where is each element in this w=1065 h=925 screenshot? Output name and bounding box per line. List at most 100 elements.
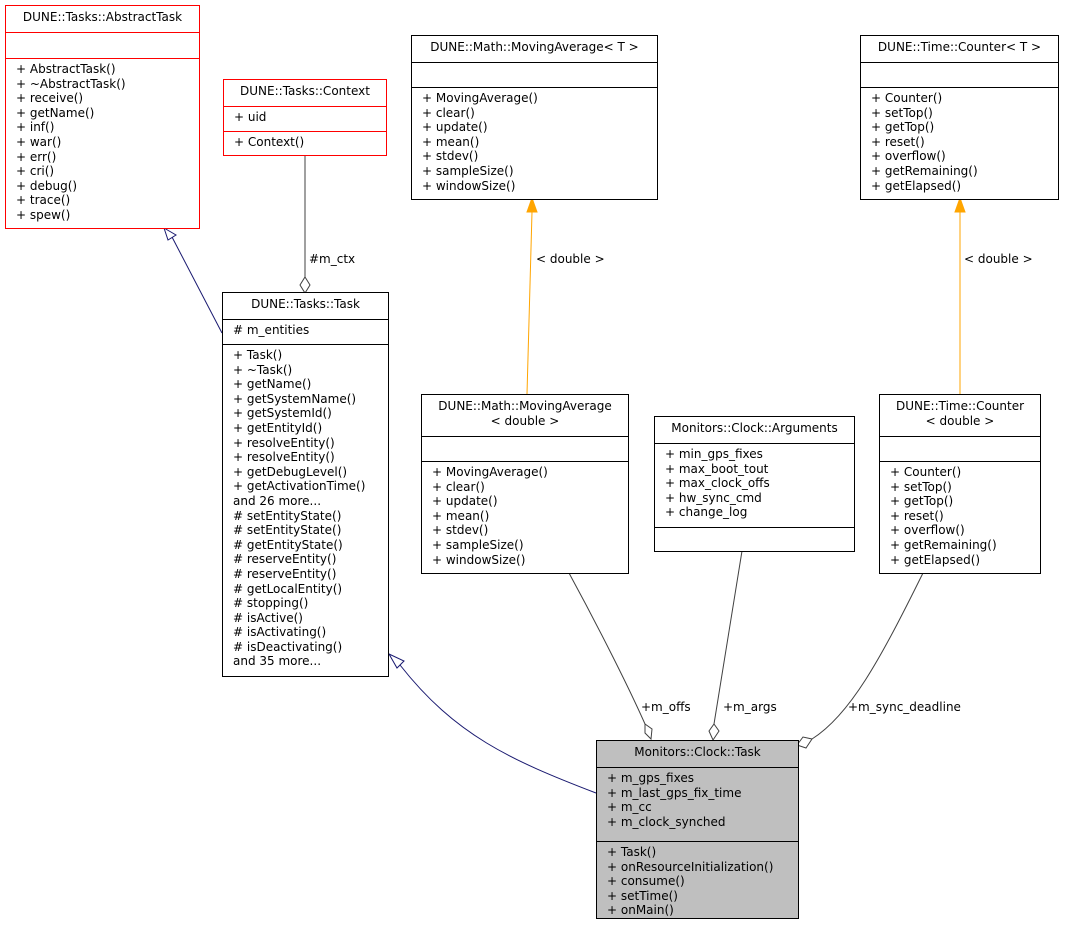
class-clock-arguments[interactable]: Monitors::Clock::Arguments + min_gps_fix… xyxy=(654,416,855,552)
class-attribute: + m_gps_fixes xyxy=(607,771,694,785)
inheritance-arrowhead xyxy=(163,226,177,241)
usage-edge-m-args xyxy=(713,550,743,725)
class-method: + err() xyxy=(16,149,57,164)
class-counter-double[interactable]: DUNE::Time::Counter< double > + Counter(… xyxy=(879,394,1041,574)
class-method: + getTop() xyxy=(871,120,935,135)
class-title-line: DUNE::Tasks::Context xyxy=(240,84,370,98)
class-methods xyxy=(655,527,854,531)
class-attribute: + max_clock_offs xyxy=(665,476,770,491)
class-attribute: + change_log xyxy=(665,505,748,520)
class-title: Monitors::Clock::Task xyxy=(597,741,798,767)
usage-edge-m-sync-deadline xyxy=(811,572,924,740)
class-methods: + MovingAverage()+ clear()+ update()+ me… xyxy=(412,87,657,193)
class-title-line: DUNE::Math::MovingAverage< T > xyxy=(430,40,639,54)
class-method: + update() xyxy=(432,494,498,509)
class-attributes: + uid xyxy=(224,106,386,131)
template-arrowhead xyxy=(954,196,966,213)
class-method: # isActive() xyxy=(233,610,303,625)
class-method: + onMain() xyxy=(607,903,674,918)
class-title-line: < double > xyxy=(490,413,560,428)
class-attributes xyxy=(422,436,628,461)
class-method: + consume() xyxy=(607,874,685,889)
class-methods: + MovingAverage()+ clear()+ update()+ me… xyxy=(422,461,628,567)
usage-edge-m-offs xyxy=(568,572,646,725)
inheritance-arrowhead xyxy=(387,652,405,669)
class-methods: + AbstractTask()+ ~AbstractTask()+ recei… xyxy=(6,58,199,223)
diamond-m-sync-deadline xyxy=(796,736,813,749)
class-method: + reset() xyxy=(890,508,944,523)
class-method: + getDebugLevel() xyxy=(233,464,348,479)
diamond-m-args xyxy=(708,723,720,742)
template-edge-moving-average xyxy=(526,211,533,395)
class-method: + sampleSize() xyxy=(422,163,514,178)
class-attribute: + m_cc xyxy=(607,800,652,815)
class-method: + windowSize() xyxy=(422,178,516,193)
class-method: + Task() xyxy=(607,845,657,859)
class-method: + resolveEntity() xyxy=(233,450,335,465)
diamond-m-ctx xyxy=(299,276,311,294)
class-method: + setTop() xyxy=(871,105,933,120)
class-attributes xyxy=(861,62,1058,87)
template-arrowhead xyxy=(526,196,538,213)
class-method: + getName() xyxy=(16,105,95,120)
class-title: DUNE::Tasks::Context xyxy=(224,80,386,106)
class-method: + debug() xyxy=(16,178,78,193)
class-attribute: + m_clock_synched xyxy=(607,814,726,829)
class-method: and 26 more... xyxy=(233,493,322,508)
class-method: # getEntityState() xyxy=(233,537,343,552)
class-method: + Context() xyxy=(234,135,305,149)
edge-label-m-offs: +m_offs xyxy=(641,700,691,714)
class-title-line: < double > xyxy=(925,413,995,428)
class-attribute: + hw_sync_cmd xyxy=(665,490,762,505)
class-method: + Counter() xyxy=(871,91,943,105)
class-attributes: + min_gps_fixes+ max_boot_tout+ max_cloc… xyxy=(655,443,854,527)
class-attribute: # m_entities xyxy=(233,323,310,337)
class-method: # setEntityState() xyxy=(233,508,342,523)
inheritance-edge-task-abstracttask xyxy=(171,236,223,334)
class-method: # setEntityState() xyxy=(233,523,342,538)
class-context[interactable]: DUNE::Tasks::Context + uid + Context() xyxy=(223,79,387,156)
edge-label-template-counter: < double > xyxy=(964,252,1033,266)
class-attribute: + max_boot_tout xyxy=(665,461,769,476)
class-method: + clear() xyxy=(432,479,485,494)
class-method: + getSystemName() xyxy=(233,391,357,406)
edge-label-template-moving-average: < double > xyxy=(536,252,605,266)
class-method: + getTop() xyxy=(890,494,954,509)
class-method: + update() xyxy=(422,120,488,135)
class-method: + stdev() xyxy=(422,149,479,164)
class-method: # getLocalEntity() xyxy=(233,581,343,596)
class-moving-average-double[interactable]: DUNE::Math::MovingAverage< double > + Mo… xyxy=(421,394,629,574)
class-attribute: + m_last_gps_fix_time xyxy=(607,785,742,800)
class-method: + receive() xyxy=(16,91,84,106)
class-method: + spew() xyxy=(16,207,71,222)
class-title: DUNE::Math::MovingAverage< T > xyxy=(412,36,657,62)
class-attributes xyxy=(6,32,199,58)
class-method: + trace() xyxy=(16,193,71,208)
class-abstract-task[interactable]: DUNE::Tasks::AbstractTask + AbstractTask… xyxy=(5,5,200,229)
class-method: + overflow() xyxy=(890,523,965,538)
class-method: + inf() xyxy=(16,120,55,135)
class-moving-average-template[interactable]: DUNE::Math::MovingAverage< T > + MovingA… xyxy=(411,35,658,200)
class-method: + getName() xyxy=(233,377,312,392)
class-title-line: Monitors::Clock::Arguments xyxy=(671,421,838,435)
class-method: + sampleSize() xyxy=(432,537,524,552)
class-method: + Task() xyxy=(233,348,283,362)
class-title: DUNE::Time::Counter< double > xyxy=(880,395,1040,436)
class-method: + war() xyxy=(16,134,62,149)
class-method: + mean() xyxy=(432,508,490,523)
class-method: + setTime() xyxy=(607,888,678,903)
inheritance-edge-clocktask-task xyxy=(399,664,597,794)
class-title: Monitors::Clock::Arguments xyxy=(655,417,854,443)
class-attributes: # m_entities xyxy=(223,319,388,344)
class-clock-task[interactable]: Monitors::Clock::Task + m_gps_fixes+ m_l… xyxy=(596,740,799,919)
class-method: + getElapsed() xyxy=(871,178,962,193)
class-method: + getRemaining() xyxy=(890,537,997,552)
class-method: + overflow() xyxy=(871,149,946,164)
class-attributes xyxy=(412,62,657,87)
class-method: + cri() xyxy=(16,164,55,179)
class-tasks-task[interactable]: DUNE::Tasks::Task # m_entities + Task()+… xyxy=(222,292,389,677)
class-method: + reset() xyxy=(871,134,925,149)
class-counter-template[interactable]: DUNE::Time::Counter< T > + Counter()+ se… xyxy=(860,35,1059,200)
class-title-line: DUNE::Time::Counter< T > xyxy=(877,40,1042,54)
